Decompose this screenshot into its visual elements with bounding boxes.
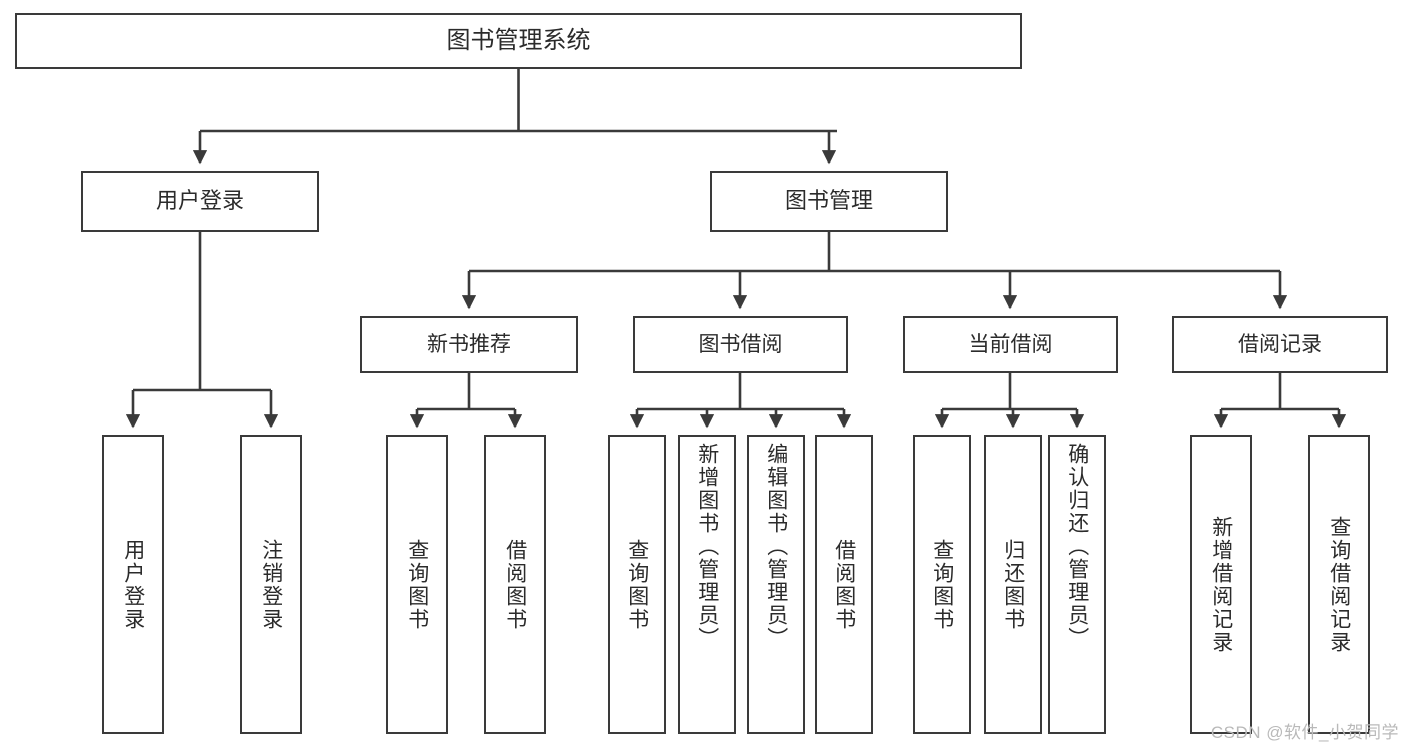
node-book-borrow[interactable]: 图书借阅 — [633, 316, 848, 373]
node-leaf-label: 查询借阅记录 — [1327, 515, 1351, 654]
node-book-management[interactable]: 图书管理 — [710, 171, 948, 232]
node-leaf-label: 新增图书（管理员） — [695, 443, 719, 650]
node-leaf-label: 查询图书 — [405, 538, 429, 631]
node-borrow-record[interactable]: 借阅记录 — [1172, 316, 1388, 373]
node-leaf-label: 确认归还（管理员） — [1065, 443, 1089, 650]
node-user-login-label: 用户登录 — [155, 188, 244, 214]
watermark: CSDN @软件_小贺同学 — [1210, 723, 1399, 742]
node-leaf-label: 注销登录 — [259, 538, 283, 631]
node-leaf-query-books-recommend[interactable]: 查询图书 — [386, 435, 448, 734]
node-leaf-edit-book-admin[interactable]: 编辑图书（管理员） — [747, 435, 805, 734]
node-root-label: 图书管理系统 — [446, 27, 591, 55]
node-leaf-label: 借阅图书 — [832, 538, 856, 631]
node-leaf-query-books-current[interactable]: 查询图书 — [913, 435, 971, 734]
node-new-book-recommend[interactable]: 新书推荐 — [360, 316, 578, 373]
node-leaf-label: 查询图书 — [625, 538, 649, 631]
node-leaf-query-borrow-record[interactable]: 查询借阅记录 — [1308, 435, 1370, 734]
node-leaf-label: 新增借阅记录 — [1209, 515, 1233, 654]
node-book-management-label: 图书管理 — [784, 188, 873, 214]
node-leaf-logout[interactable]: 注销登录 — [240, 435, 302, 734]
node-leaf-borrow-books-borrow[interactable]: 借阅图书 — [815, 435, 873, 734]
node-new-book-recommend-label: 新书推荐 — [427, 332, 511, 356]
node-leaf-confirm-return-admin[interactable]: 确认归还（管理员） — [1048, 435, 1106, 734]
node-leaf-label: 用户登录 — [121, 538, 145, 631]
node-leaf-label: 归还图书 — [1001, 538, 1025, 631]
node-root[interactable]: 图书管理系统 — [15, 13, 1022, 69]
node-leaf-add-book-admin[interactable]: 新增图书（管理员） — [678, 435, 736, 734]
node-leaf-query-books-borrow[interactable]: 查询图书 — [608, 435, 666, 734]
node-current-borrow-label: 当前借阅 — [968, 332, 1053, 356]
node-leaf-user-login[interactable]: 用户登录 — [102, 435, 164, 734]
node-leaf-borrow-books-recommend[interactable]: 借阅图书 — [484, 435, 546, 734]
node-leaf-return-books[interactable]: 归还图书 — [984, 435, 1042, 734]
node-current-borrow[interactable]: 当前借阅 — [903, 316, 1118, 373]
node-leaf-label: 借阅图书 — [503, 538, 527, 631]
node-user-login[interactable]: 用户登录 — [81, 171, 319, 232]
node-leaf-add-borrow-record[interactable]: 新增借阅记录 — [1190, 435, 1252, 734]
node-borrow-record-label: 借阅记录 — [1238, 332, 1322, 356]
node-leaf-label: 查询图书 — [930, 538, 954, 631]
node-book-borrow-label: 图书借阅 — [698, 332, 783, 356]
node-leaf-label: 编辑图书（管理员） — [764, 443, 788, 650]
